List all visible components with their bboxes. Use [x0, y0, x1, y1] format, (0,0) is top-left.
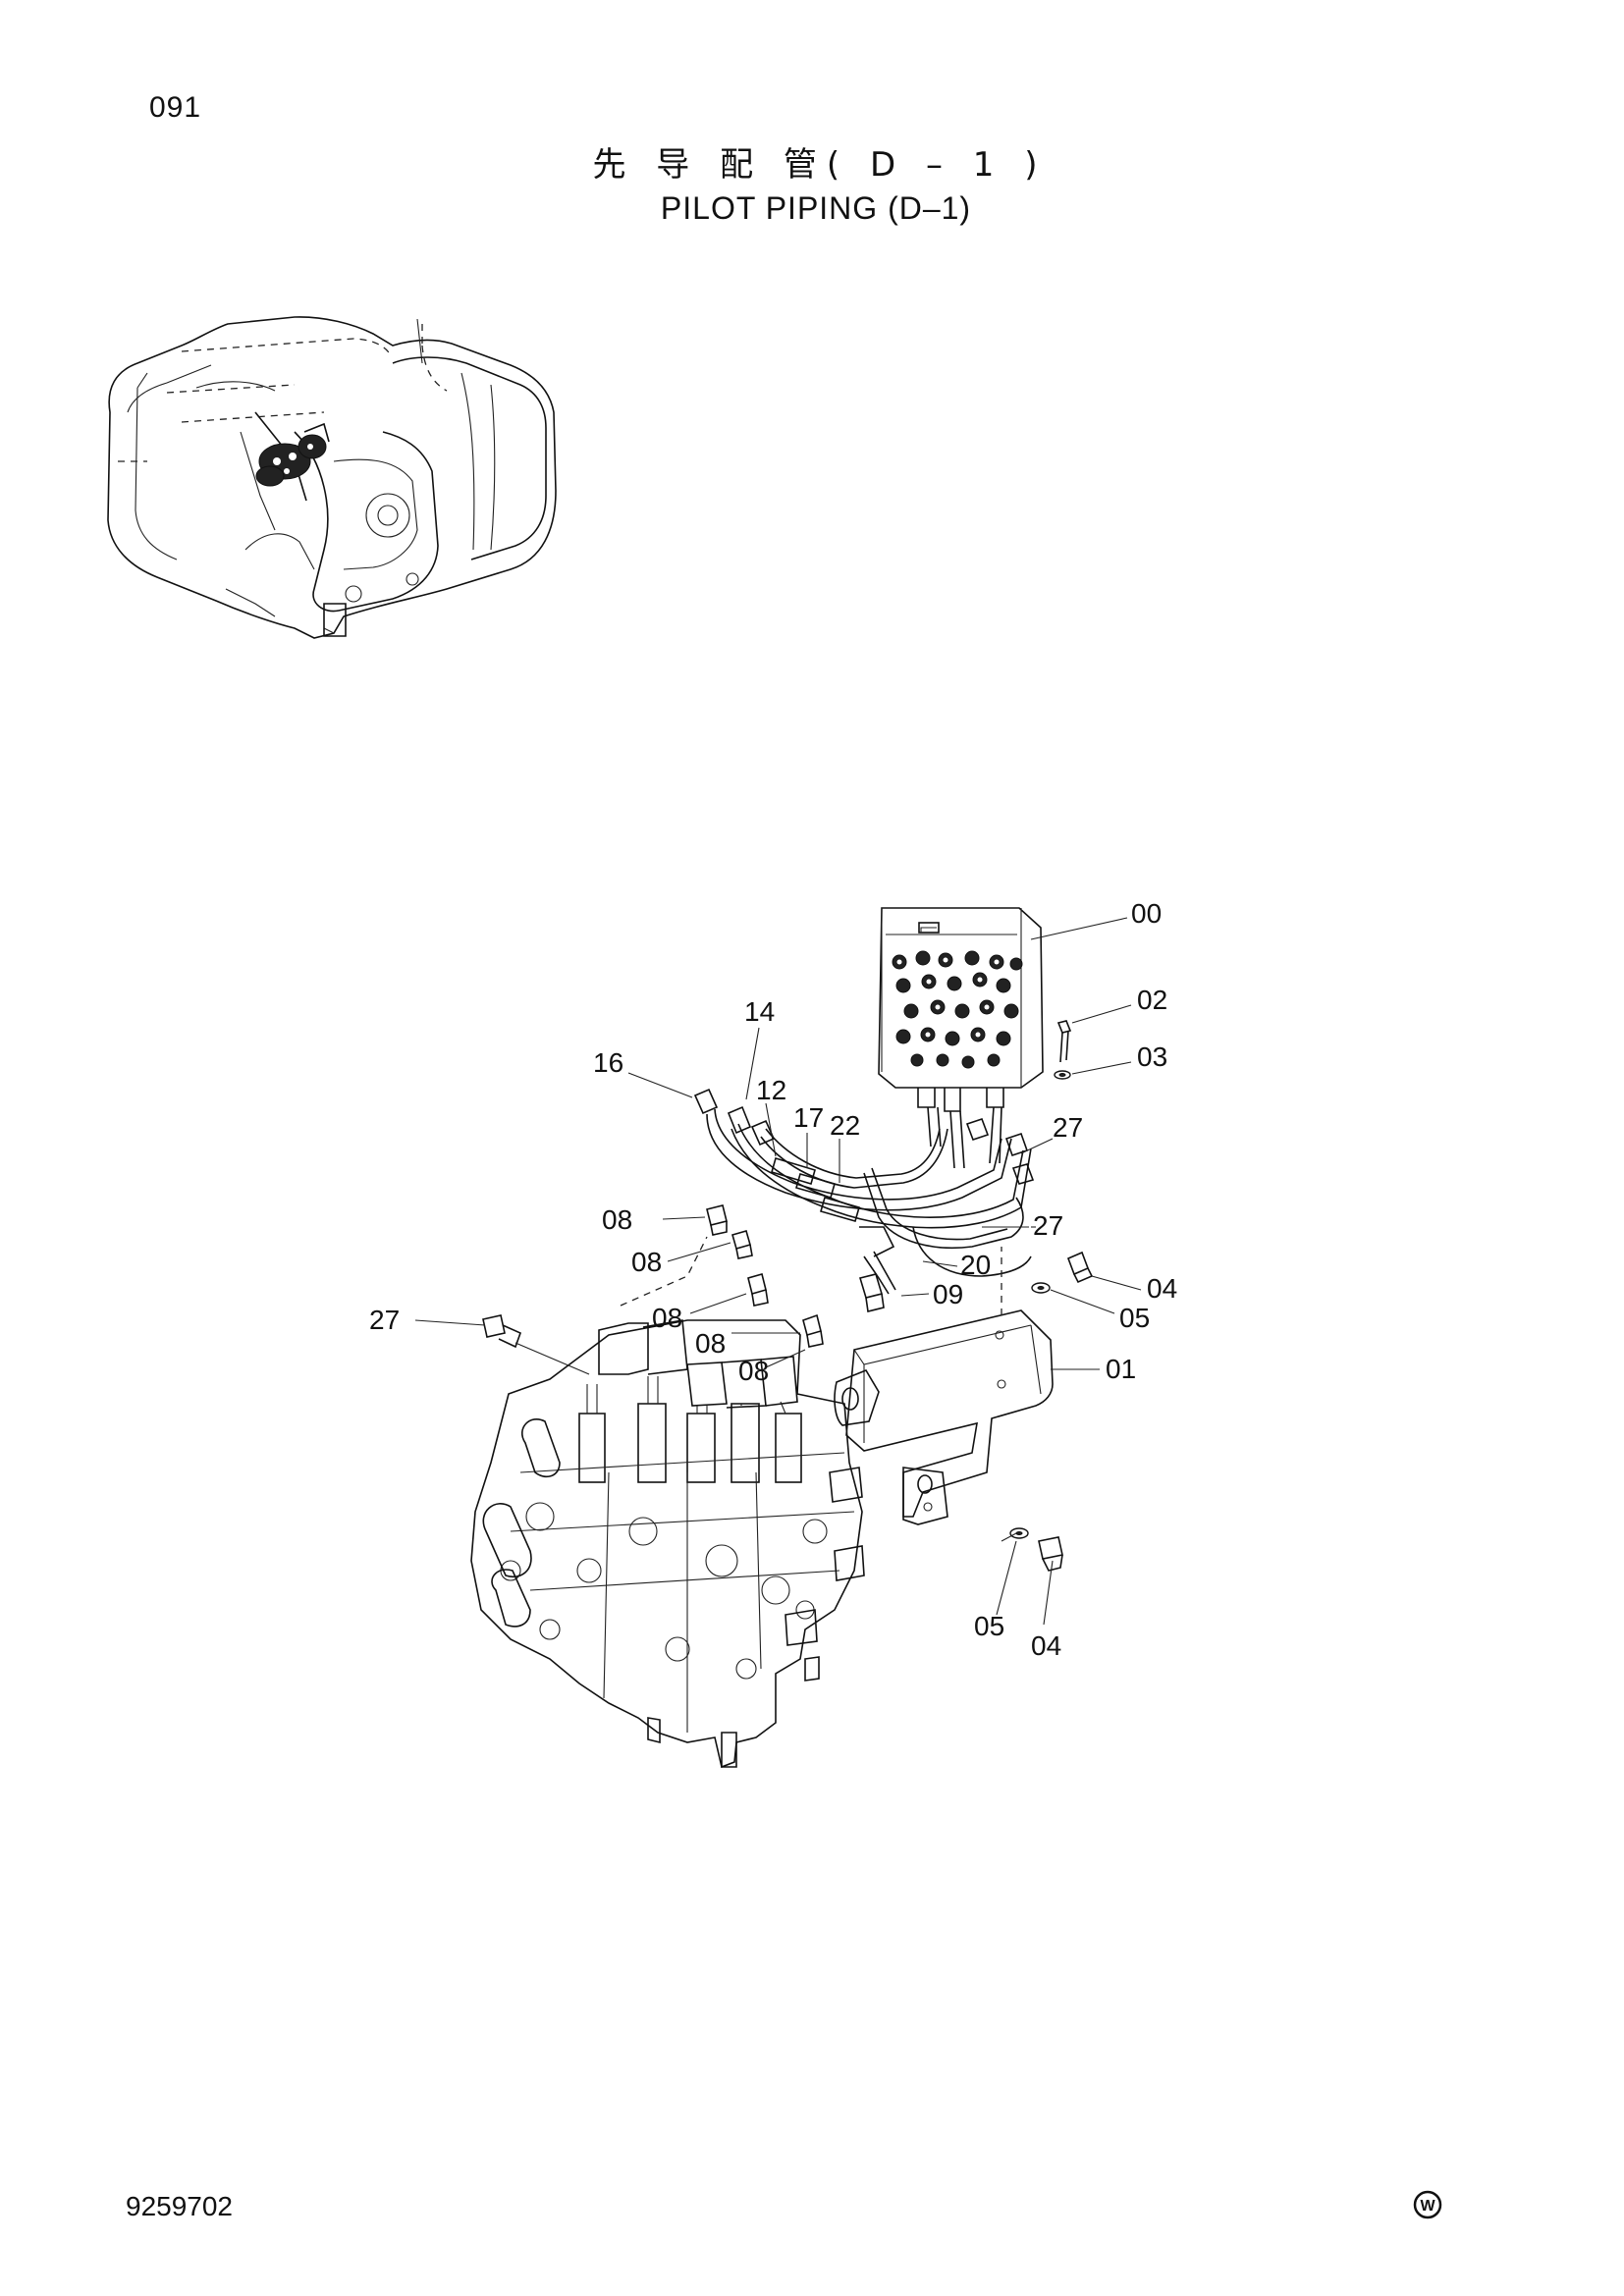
- callout-05-upper: 05: [1119, 1303, 1150, 1333]
- circled-w-mark: W: [1413, 2190, 1442, 2219]
- callout-02: 02: [1137, 985, 1167, 1015]
- callout-08-a: 08: [602, 1204, 632, 1235]
- callout-16: 16: [593, 1047, 623, 1078]
- callout-05-lower: 05: [974, 1611, 1004, 1641]
- callout-04-lower: 04: [1031, 1630, 1061, 1661]
- pilot-valve-block: [878, 907, 1072, 1112]
- callout-09: 09: [933, 1279, 963, 1309]
- callout-22: 22: [830, 1110, 860, 1141]
- machine-overview-sketch: [107, 316, 557, 639]
- callout-08-e: 08: [738, 1356, 769, 1386]
- callout-27-middle: 27: [1033, 1210, 1063, 1241]
- page-number: 091: [149, 91, 202, 124]
- main-control-valve: [470, 1319, 865, 1769]
- document-number: 9259702: [126, 2191, 234, 2221]
- callout-00: 00: [1131, 898, 1162, 929]
- callout-27-upper: 27: [1053, 1112, 1083, 1143]
- pilot-hoses: [693, 1088, 1035, 1295]
- callout-04-upper: 04: [1147, 1273, 1177, 1304]
- callout-03: 03: [1137, 1041, 1167, 1072]
- callout-08-b: 08: [631, 1247, 662, 1277]
- callout-12: 12: [756, 1075, 786, 1105]
- callout-20: 20: [960, 1250, 991, 1280]
- callout-14: 14: [744, 996, 775, 1027]
- callout-17: 17: [793, 1102, 824, 1133]
- callout-08-d: 08: [695, 1328, 726, 1359]
- title-japanese: 先 导 配 管( D – 1 ): [592, 145, 1048, 185]
- highlighted-control-valve: [255, 422, 330, 487]
- bracket-01: [834, 1309, 1063, 1572]
- connectors-08-09: [482, 1204, 1094, 1349]
- callout-01: 01: [1106, 1354, 1136, 1384]
- leader-lines: [414, 917, 1142, 1626]
- callout-labels: 00 02 03 14 16 12 17 22 27 27 08 08 20 0…: [369, 898, 1177, 1661]
- title-english: PILOT PIPING (D–1): [660, 190, 972, 226]
- callout-27-left: 27: [369, 1305, 400, 1335]
- callout-08-c: 08: [652, 1303, 682, 1333]
- svg-text:W: W: [1420, 2198, 1435, 2215]
